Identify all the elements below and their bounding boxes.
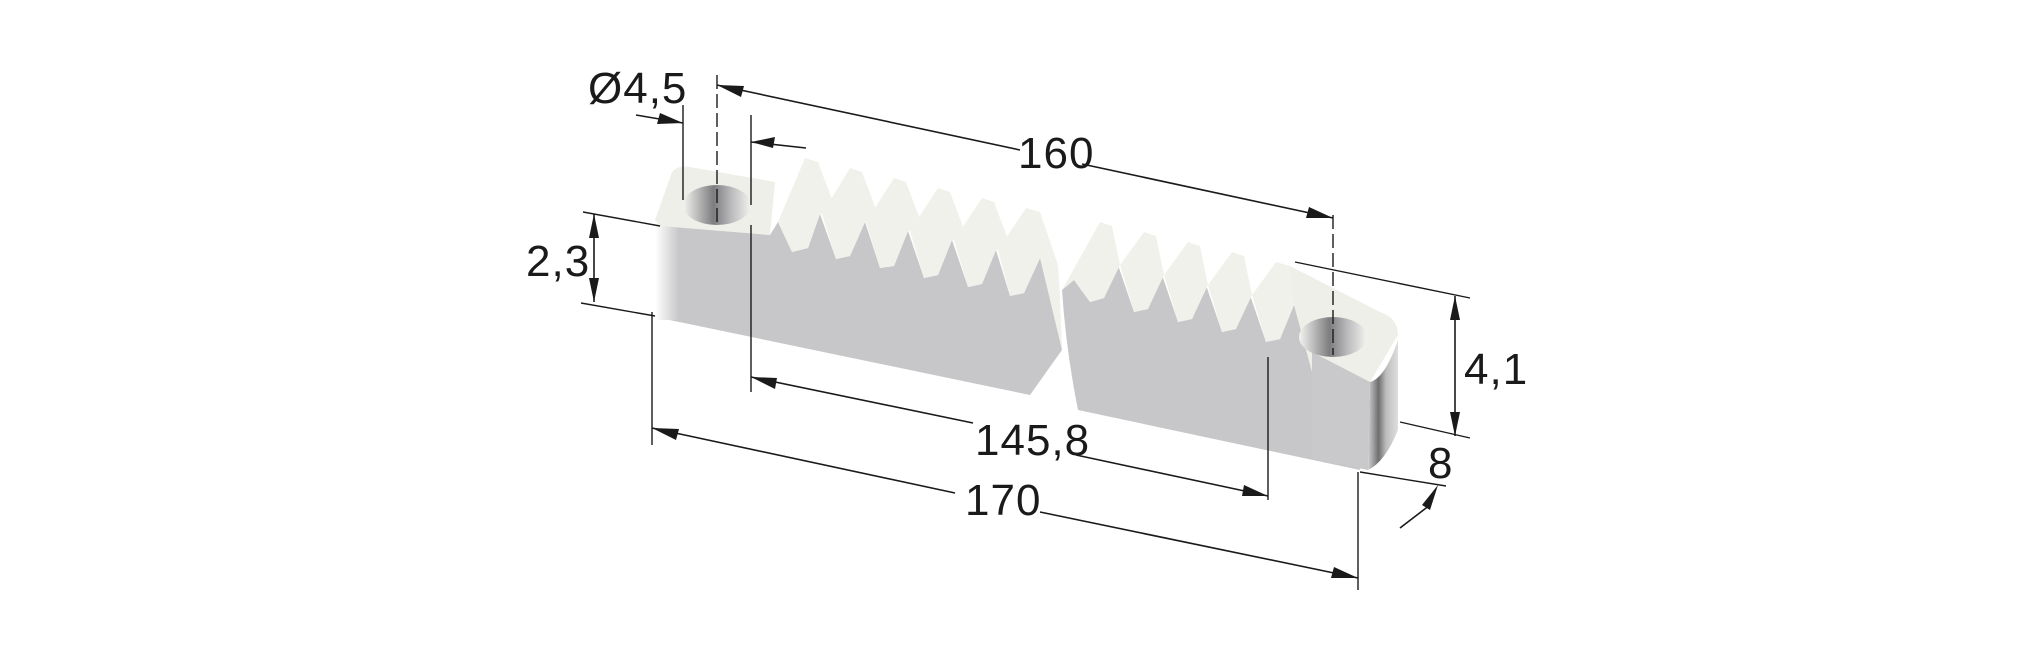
left-rack-segment: [655, 158, 1062, 395]
dimension-lines: [580, 75, 1471, 590]
right-segment-side-face: [1062, 265, 1362, 470]
hole-spacing-label: 160: [1018, 129, 1094, 178]
toothed-length-label: 145,8: [975, 416, 1090, 465]
total-height-label: 4,1: [1464, 345, 1528, 394]
overall-length-label: 170: [965, 476, 1041, 525]
width-label: 8: [1428, 439, 1453, 488]
left-mounting-hole: [683, 185, 751, 225]
left-segment-side-face: [660, 214, 1062, 395]
tooth-height-label: 2,3: [526, 237, 590, 286]
right-rack-segment: [1062, 222, 1398, 470]
left-teeth-tops: [778, 158, 1062, 350]
right-block-end-face: [1368, 340, 1398, 470]
right-block-front: [1312, 352, 1370, 470]
hole-diameter-label: Ø4,5: [588, 64, 687, 113]
left-edge-fade: [655, 225, 695, 320]
